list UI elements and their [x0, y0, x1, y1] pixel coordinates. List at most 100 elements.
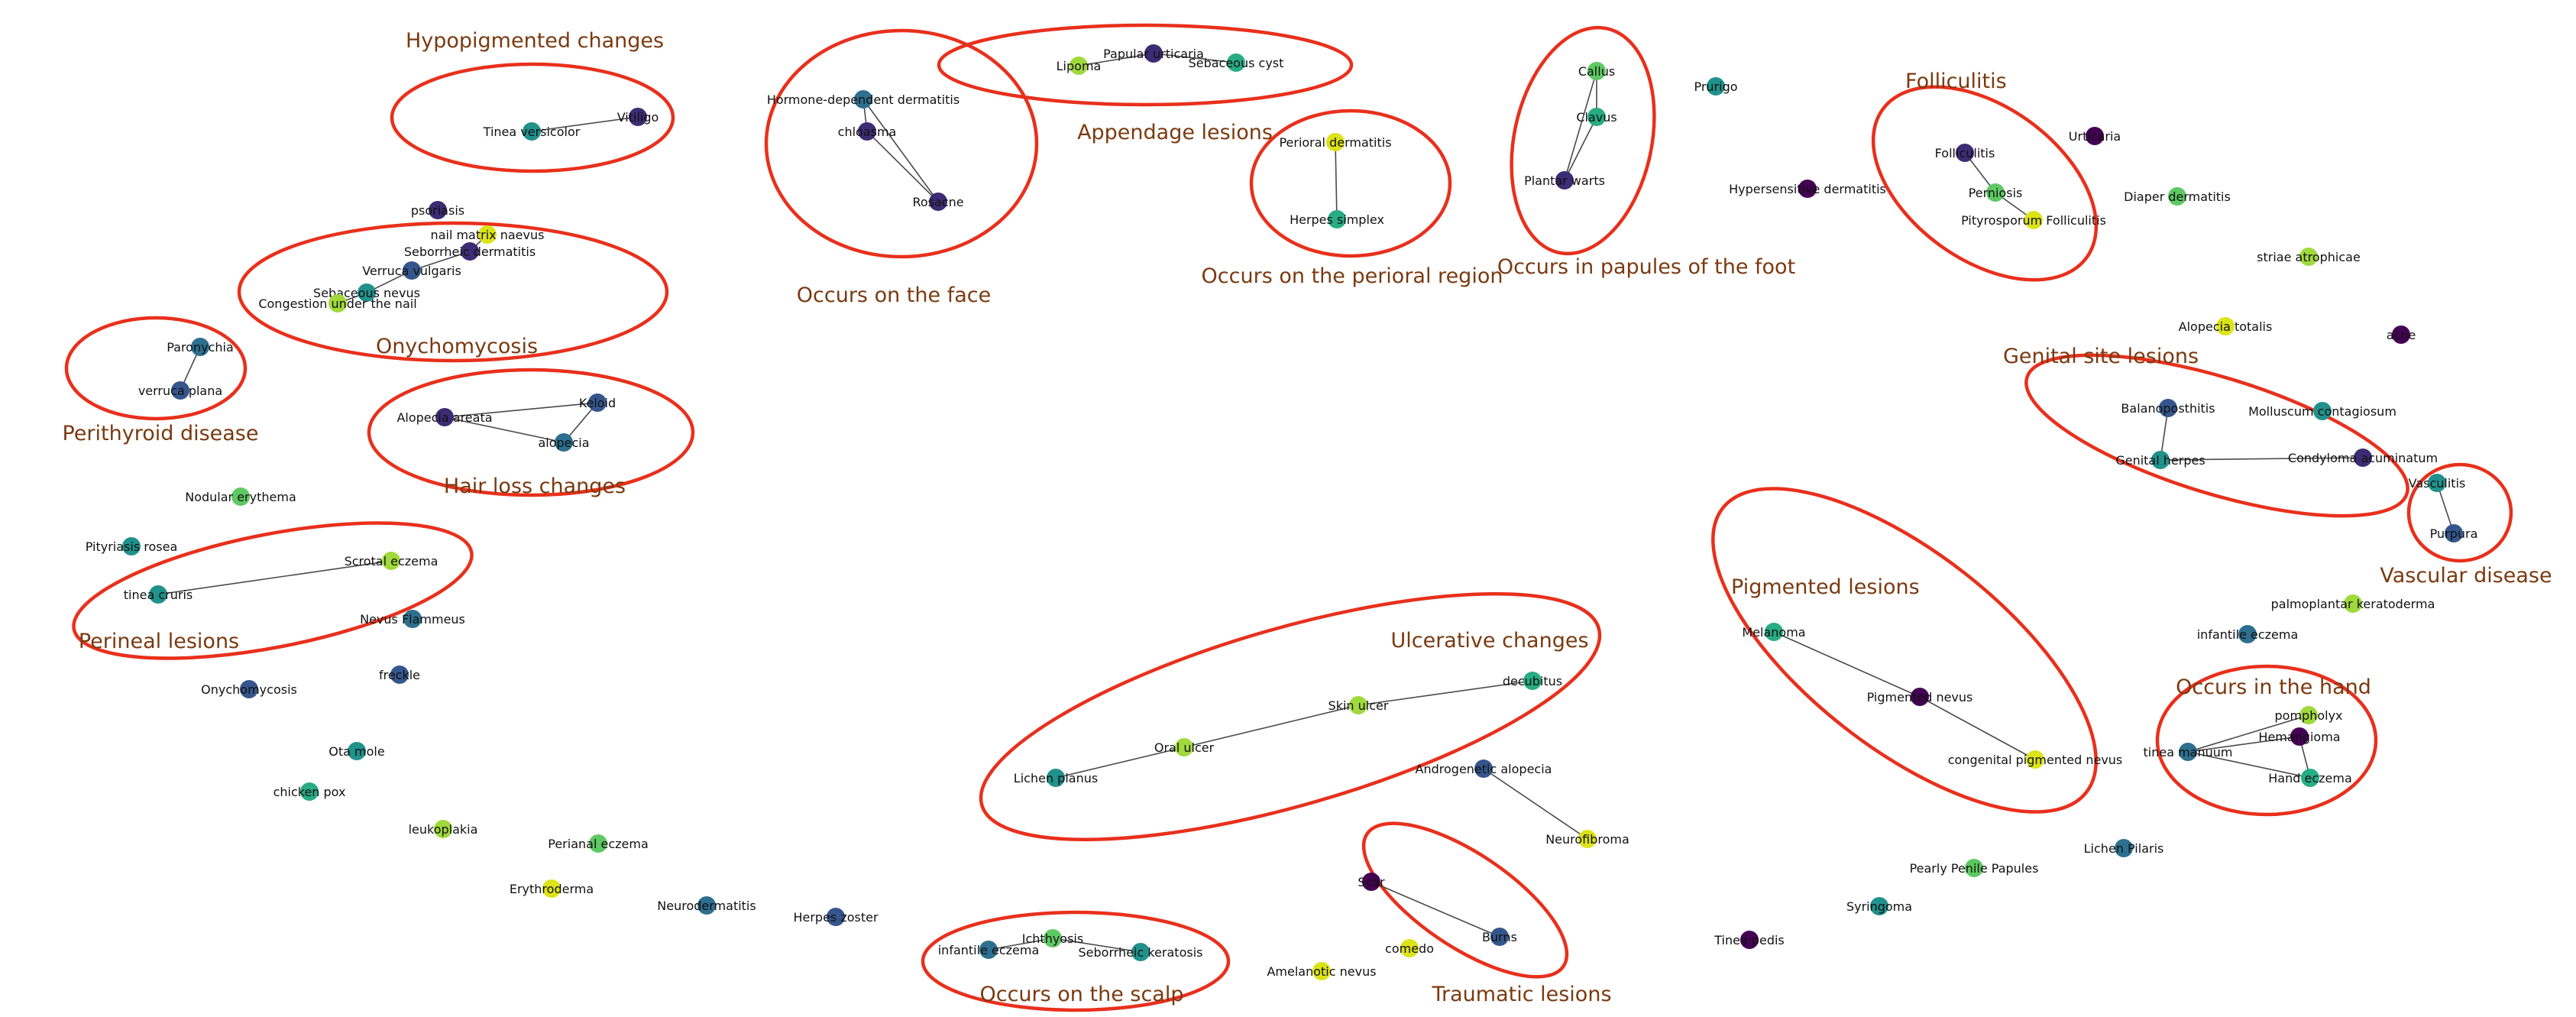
edge-oral-ulcer-skin-ulcer	[1183, 704, 1359, 748]
node-dot-palmoplantar	[2344, 594, 2362, 613]
node-label-perioral-dermatitis: Perioral dermatitis	[1279, 135, 1391, 150]
node-label-syringoma: Syringoma	[1846, 899, 1912, 914]
node-dot-neurofibroma	[1578, 830, 1597, 848]
node-nail-matrix-naevus: nail matrix naevus	[431, 225, 545, 244]
node-label-pearly-penile: Pearly Penile Papules	[1910, 861, 2039, 876]
node-label-amelanotic-nevus: Amelanotic nevus	[1267, 964, 1376, 979]
node-label-paronychia: Paronychia	[167, 340, 234, 355]
node-label-alopecia-areata: Alopecia areata	[396, 410, 492, 425]
node-dot-alopecia-areata	[435, 408, 454, 426]
node-seborrheic-dermatitis: Seborrheic dermatitis	[404, 242, 536, 261]
node-dot-freckle	[390, 666, 409, 684]
node-label-hypersensitive-dermatitis: Hypersensitive dermatitis	[1729, 182, 1886, 196]
node-dot-onychomycosis-node	[240, 680, 258, 698]
node-label-vasculitis: Vasculitis	[2409, 476, 2466, 491]
node-label-ichthyosis: Ichthyosis	[1022, 931, 1083, 946]
node-callus: Callus	[1578, 62, 1615, 80]
cluster-label-ulcerative: Ulcerative changes	[1390, 629, 1588, 653]
cluster-ring-hypopigmented	[390, 62, 675, 173]
node-label-molluscum: Molluscum contagiosum	[2248, 404, 2396, 419]
node-label-nodular-erythema: Nodular erythema	[185, 490, 296, 504]
node-dot-tinea-versicolor	[523, 122, 541, 141]
node-tinea-cruris: tinea cruris	[124, 585, 193, 604]
node-label-palmoplantar: palmoplantar keratoderma	[2271, 597, 2435, 611]
node-dot-scar	[1362, 873, 1380, 891]
node-dot-congenital-nevus	[2026, 750, 2044, 769]
node-dot-prurigo	[1707, 77, 1725, 96]
node-perniosis: Perniosis	[1969, 183, 2022, 202]
node-amelanotic-nevus: Amelanotic nevus	[1267, 962, 1377, 980]
node-dot-decubitus	[1523, 672, 1542, 690]
edge-hormone-dermatitis-rosacea	[862, 99, 939, 202]
node-label-verruca-plana: verruca plana	[138, 384, 222, 398]
node-dot-syringoma	[1870, 897, 1888, 915]
cluster-label-genital: Genital site lesions	[2003, 345, 2199, 368]
node-perianal-eczema: Perianal eczema	[548, 834, 649, 853]
node-label-callus: Callus	[1578, 64, 1615, 79]
node-papular-urticaria: Papular urticaria	[1103, 44, 1204, 63]
node-label-ota-mole: Ota mole	[328, 744, 384, 759]
node-acne: acne	[2387, 326, 2416, 344]
edge-lipoma-papular-urticaria	[1078, 53, 1154, 66]
node-dot-lichen-planus	[1047, 769, 1065, 787]
node-label-nail-matrix-naevus: nail matrix naevus	[431, 228, 545, 242]
node-dot-keloid	[588, 394, 607, 412]
node-label-neurodermatitis: Neurodermatitis	[657, 899, 756, 913]
node-urticaria: Urticaria	[2069, 127, 2121, 145]
node-dot-burns	[1490, 928, 1509, 946]
edge-lichen-planus-oral-ulcer	[1055, 747, 1185, 779]
node-dot-skin-ulcer	[1349, 696, 1367, 714]
node-dot-alopecia	[555, 433, 573, 452]
cluster-label-vascular: Vascular disease	[2380, 564, 2552, 588]
node-label-keloid: Keloid	[579, 396, 616, 410]
node-herpes-zoster: Herpes zoster	[793, 908, 879, 926]
node-dot-plantar-warts	[1555, 171, 1574, 189]
node-dot-perniosis	[1986, 183, 2005, 202]
node-ota-mole: Ota mole	[328, 742, 385, 760]
edge-skin-ulcer-decubitus	[1358, 680, 1533, 706]
node-label-lichen-pilaris: Lichen Pilaris	[2084, 841, 2164, 856]
node-label-lipoma: Lipoma	[1057, 59, 1102, 73]
node-label-perianal-eczema: Perianal eczema	[548, 837, 649, 851]
node-label-folliculitis-node: Folliculitis	[1935, 146, 1995, 160]
node-dot-folliculitis-node	[1956, 144, 1974, 162]
node-androgenetic-alopecia: Androgenetic alopecia	[1416, 760, 1552, 778]
node-dot-melanoma	[1765, 623, 1783, 641]
node-label-skin-ulcer: Skin ulcer	[1328, 698, 1389, 713]
node-alopecia-areata: Alopecia areata	[396, 408, 493, 426]
node-label-prurigo: Prurigo	[1694, 79, 1737, 94]
node-folliculitis-node: Folliculitis	[1935, 144, 1995, 162]
node-paronychia: Paronychia	[167, 338, 234, 356]
node-dot-chloasma	[858, 122, 876, 141]
node-hormone-dermatitis: Hormone-dependent dermatitis	[767, 90, 960, 109]
node-dot-molluscum	[2313, 402, 2332, 420]
node-label-pityriasis-rosea: Pityriasis rosea	[86, 539, 178, 554]
node-comedo: comedo	[1385, 939, 1434, 957]
node-label-balanoposthitis: Balanoposthitis	[2121, 401, 2215, 416]
node-dot-pompholyx	[2299, 706, 2318, 724]
node-label-alopecia: alopecia	[538, 436, 589, 450]
node-label-oral-ulcer: Oral ulcer	[1154, 740, 1215, 755]
node-erythroderma: Erythroderma	[510, 879, 594, 898]
node-label-erythroderma: Erythroderma	[510, 882, 594, 896]
node-lipoma: Lipoma	[1057, 57, 1102, 75]
node-oral-ulcer: Oral ulcer	[1154, 738, 1215, 756]
node-purpura: Purpura	[2430, 524, 2477, 543]
cluster-ring-perithyroid	[64, 316, 248, 421]
node-dot-verruca-vulgaris	[403, 261, 421, 280]
node-tinea-manuum: tinea manuum	[2144, 743, 2233, 761]
node-dot-neurodermatitis	[697, 896, 716, 915]
node-tinea-pedis: Tinea pedis	[1714, 931, 1785, 949]
node-label-pityrosporum-folliculitis: Pityrosporum Folliculitis	[1961, 213, 2106, 228]
node-label-verruca-vulgaris: Verruca vulgaris	[362, 264, 461, 278]
node-label-genital-herpes: Genital herpes	[2115, 453, 2205, 468]
node-dot-tinea-pedis	[1740, 931, 1759, 949]
cluster-ring-folliculitis	[1871, 85, 2099, 282]
node-keloid: Keloid	[579, 394, 616, 412]
node-dot-paronychia	[191, 338, 209, 356]
edge-melanoma-pigmented-nevus	[1773, 631, 1921, 698]
node-prurigo: Prurigo	[1694, 77, 1738, 96]
edge-genital-herpes-condyloma	[2160, 457, 2364, 461]
node-dot-pigmented-nevus	[1911, 688, 1929, 706]
